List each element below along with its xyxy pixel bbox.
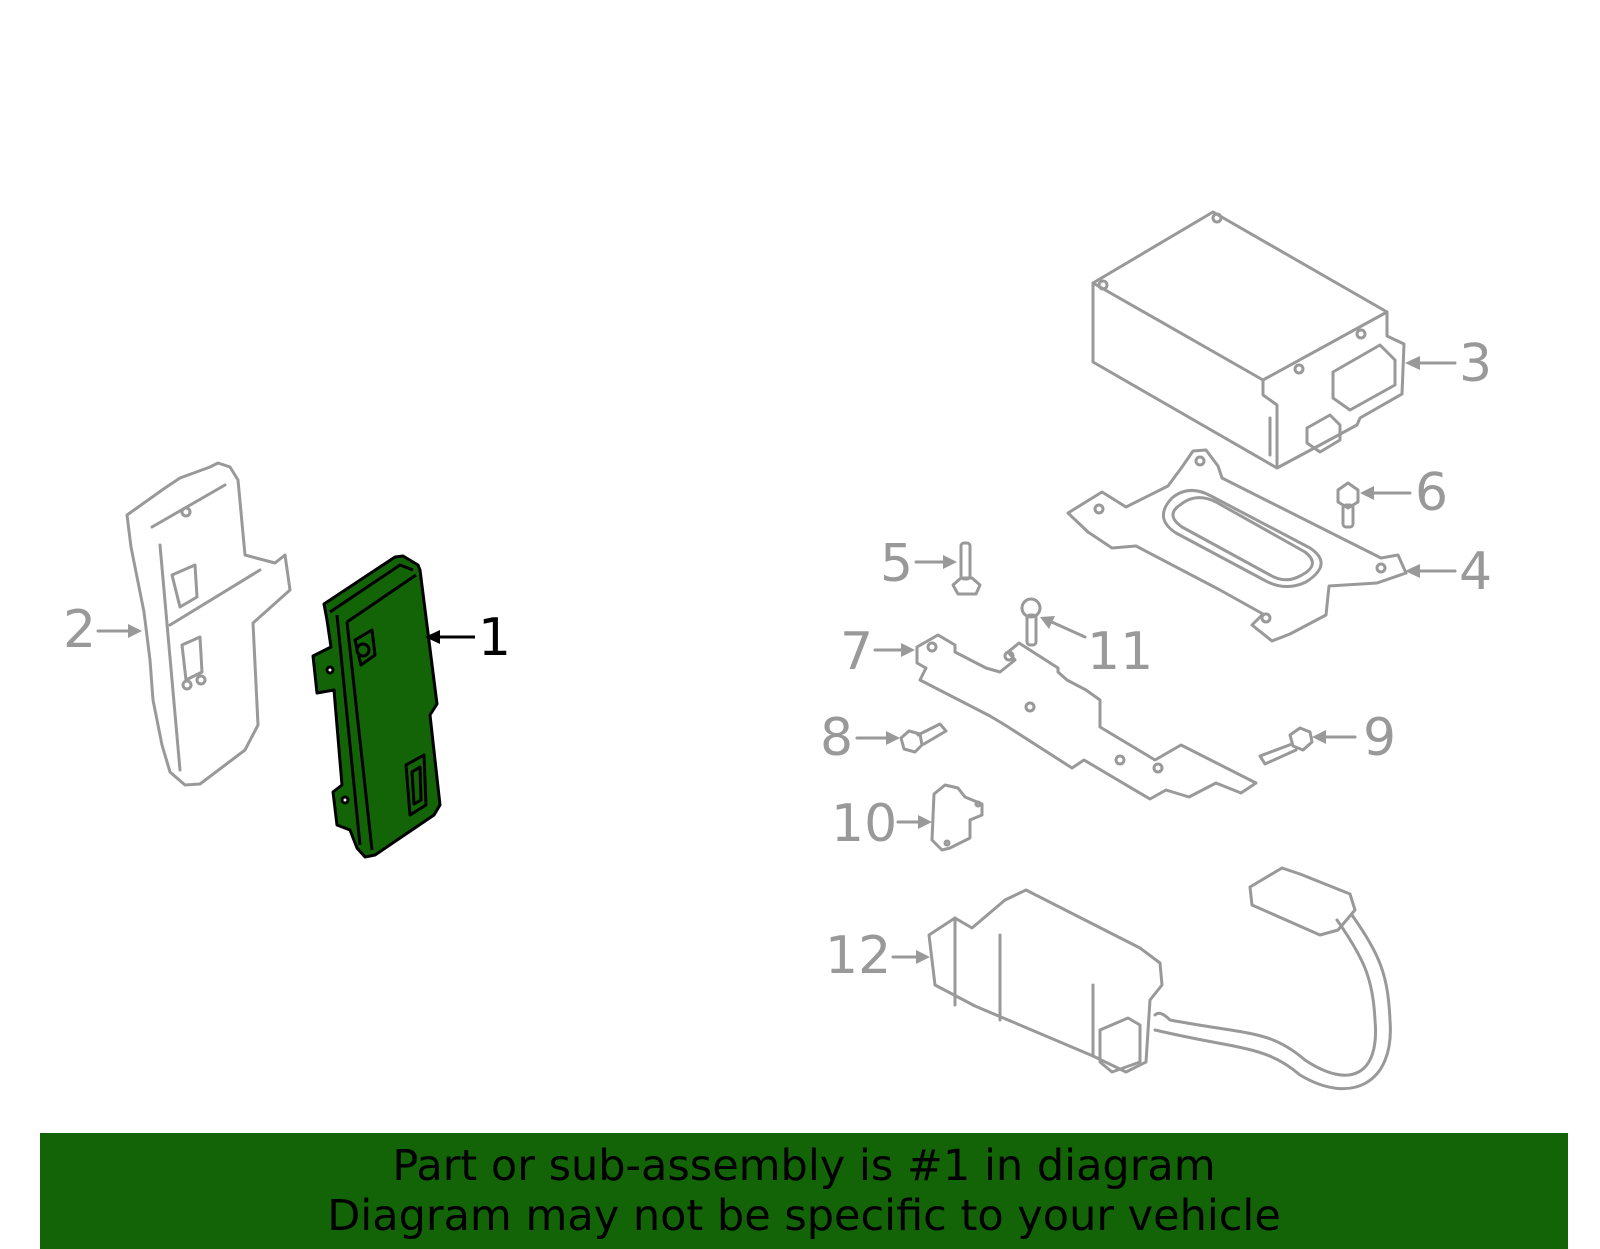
- callout-6[interactable]: 6: [1415, 463, 1449, 523]
- callout-8[interactable]: 8: [820, 708, 854, 768]
- callout-10[interactable]: 10: [831, 794, 898, 854]
- arrow-heads: [128, 356, 1420, 964]
- callout-11[interactable]: 11: [1087, 622, 1154, 682]
- callout-2[interactable]: 2: [63, 600, 97, 660]
- callout-7[interactable]: 7: [840, 622, 874, 682]
- part-12-actuator[interactable]: [927, 866, 1392, 1091]
- callout-3[interactable]: 3: [1459, 334, 1493, 394]
- part-6-bolt[interactable]: [1336, 481, 1360, 529]
- part-1-module-highlighted[interactable]: [311, 554, 442, 859]
- callout-5[interactable]: 5: [880, 534, 914, 594]
- part-3-module[interactable]: [1091, 210, 1406, 470]
- callout-12[interactable]: 12: [825, 926, 892, 986]
- part-2-holder[interactable]: [125, 461, 292, 787]
- banner-line-1: Part or sub-assembly is #1 in diagram: [392, 1141, 1216, 1191]
- part-7-bracket[interactable]: [915, 633, 1258, 801]
- part-11-screw[interactable]: [1020, 597, 1042, 647]
- part-4-bracket[interactable]: [1066, 448, 1408, 643]
- leader-line-1: [425, 630, 475, 644]
- part-8-bolt[interactable]: [899, 722, 948, 754]
- part-10-clip[interactable]: [930, 783, 984, 852]
- part-9-bolt[interactable]: [1258, 726, 1314, 766]
- callout-4[interactable]: 4: [1459, 542, 1493, 602]
- callout-9[interactable]: 9: [1363, 708, 1397, 768]
- callout-1[interactable]: 1: [478, 608, 512, 668]
- banner-line-2: Diagram may not be specific to your vehi…: [327, 1191, 1281, 1241]
- info-banner: Part or sub-assembly is #1 in diagram Di…: [40, 1133, 1568, 1249]
- part-5-bolt[interactable]: [951, 541, 982, 596]
